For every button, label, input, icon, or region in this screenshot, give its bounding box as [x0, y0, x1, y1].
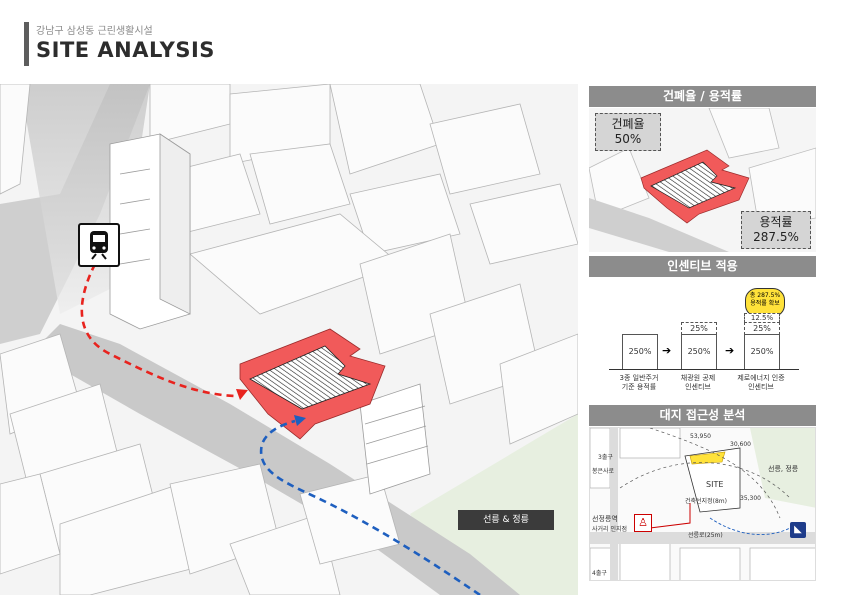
dim-2: 30,600	[730, 441, 751, 448]
label-road-main: 선릉로(25m)	[688, 532, 723, 539]
coverage-label: 건폐율	[611, 117, 645, 131]
incentive-panel-heading: 인센티브 적용	[589, 256, 816, 277]
callout-line-1: 총 287.5%	[749, 292, 781, 299]
incentive-baseline	[609, 369, 799, 370]
route-blue-arrow	[294, 415, 306, 426]
bar3-label: 제로에너지 인증 인센티브	[737, 374, 785, 391]
car-icon: ◣	[790, 522, 806, 538]
bar1-label: 3종 일반주거 기준 용적률	[619, 374, 659, 391]
access-map	[590, 428, 815, 580]
dim-1: 53,950	[690, 433, 711, 440]
label-station-sub: 사거리 인지점	[592, 526, 628, 533]
access-panel-heading: 대지 접근성 분석	[589, 405, 816, 426]
bar2-label: 채광원 공제 인센티브	[680, 374, 716, 391]
route-red	[80, 263, 236, 398]
access-panel: 3출구 봉은사로 SITE 53,950 30,600 35,300 건축선지정…	[589, 427, 816, 581]
bar3-base: 250%	[744, 334, 780, 370]
page-title: SITE ANALYSIS	[36, 38, 215, 62]
tower-building	[109, 133, 191, 330]
callout-line-2: 용적률 확보	[750, 300, 780, 307]
arrow-2: ➔	[725, 344, 735, 357]
bar2-base: 250%	[681, 334, 717, 370]
route-red-arrow	[236, 389, 248, 400]
arrow-1: ➔	[662, 344, 672, 357]
far-panel-heading: 건폐율 / 용적률	[589, 86, 816, 107]
label-road-side: 건축선지정(8m)	[685, 498, 727, 505]
title-accent-bar	[24, 22, 29, 66]
bar1-base: 250%	[622, 334, 658, 370]
route-blue	[259, 419, 481, 595]
coverage-callout: 건폐율 50%	[595, 113, 661, 151]
route-legend-chip: 선릉 & 정릉	[458, 510, 554, 530]
dim-3: 35,300	[740, 495, 761, 502]
site-mass	[239, 328, 386, 440]
label-road-left: 봉은사로	[592, 468, 615, 475]
label-park: 선릉, 정릉	[768, 465, 799, 473]
label-station: 선정릉역	[592, 515, 618, 523]
train-icon	[78, 223, 120, 267]
far-value: 287.5%	[753, 230, 799, 244]
far-label: 용적률	[759, 215, 793, 229]
main-road	[40, 324, 520, 595]
axonometric-drawing	[0, 84, 578, 595]
label-exit4: 4출구	[592, 570, 607, 577]
coverage-value: 50%	[614, 132, 642, 146]
site-label: SITE	[706, 480, 724, 489]
page-subtitle: 강남구 삼성동 근린생활시설	[36, 26, 153, 37]
pedestrian-icon: ♙	[634, 514, 652, 532]
site-axonometric-map	[0, 84, 578, 595]
far-mini-drawing	[589, 108, 816, 252]
label-exit3: 3출구	[598, 454, 613, 461]
adjacent-building	[359, 383, 431, 495]
far-callout: 용적률 287.5%	[741, 211, 811, 249]
incentive-panel: 총 287.5% 용적률 확보 250% 25% 250% 12.5% 25% …	[589, 278, 816, 400]
context-buildings	[0, 84, 578, 595]
